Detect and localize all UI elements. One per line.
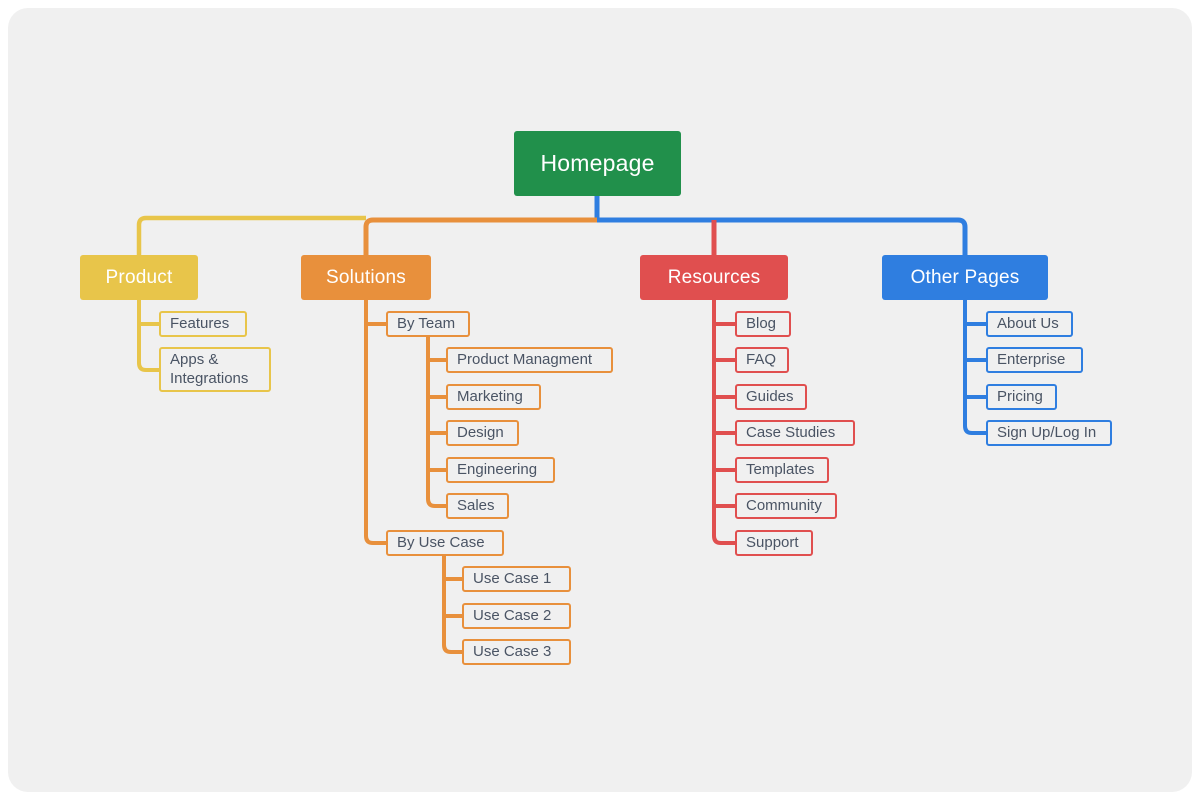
node-apps-integrations-label: Apps & Integrations bbox=[170, 351, 249, 387]
node-by-team-label: By Team bbox=[397, 314, 456, 332]
node-by-team[interactable]: By Team bbox=[386, 311, 470, 337]
sitemap-diagram: Homepage Product Solutions Resources Oth… bbox=[8, 8, 1192, 792]
node-case-studies[interactable]: Case Studies bbox=[735, 420, 855, 446]
spine-product bbox=[137, 300, 159, 372]
node-templates[interactable]: Templates bbox=[735, 457, 829, 483]
node-guides-label: Guides bbox=[746, 387, 794, 405]
node-sales-label: Sales bbox=[457, 496, 495, 514]
node-product-managment[interactable]: Product Managment bbox=[446, 347, 613, 373]
node-sign-up-log-in[interactable]: Sign Up/Log In bbox=[986, 420, 1112, 446]
node-about-us-label: About Us bbox=[997, 314, 1059, 332]
node-apps-integrations[interactable]: Apps & Integrations bbox=[159, 347, 271, 392]
node-enterprise-label: Enterprise bbox=[997, 350, 1066, 368]
node-community[interactable]: Community bbox=[735, 493, 837, 519]
node-design[interactable]: Design bbox=[446, 420, 519, 446]
node-community-label: Community bbox=[746, 496, 822, 514]
node-product-label: Product bbox=[105, 266, 173, 288]
node-sales[interactable]: Sales bbox=[446, 493, 509, 519]
node-use-case-3[interactable]: Use Case 3 bbox=[462, 639, 571, 665]
node-use-case-2[interactable]: Use Case 2 bbox=[462, 603, 571, 629]
node-support[interactable]: Support bbox=[735, 530, 813, 556]
node-resources-label: Resources bbox=[667, 266, 761, 288]
node-homepage-label: Homepage bbox=[540, 150, 655, 176]
spine-by-use-case bbox=[442, 556, 462, 654]
node-use-case-1[interactable]: Use Case 1 bbox=[462, 566, 571, 592]
node-faq-label: FAQ bbox=[746, 350, 777, 368]
node-solutions[interactable]: Solutions bbox=[301, 255, 431, 300]
trunk-orange bbox=[363, 217, 597, 255]
node-marketing[interactable]: Marketing bbox=[446, 384, 541, 410]
node-by-use-case-label: By Use Case bbox=[397, 533, 485, 551]
node-enterprise[interactable]: Enterprise bbox=[986, 347, 1083, 373]
node-features-label: Features bbox=[170, 314, 230, 332]
node-solutions-label: Solutions bbox=[326, 266, 406, 288]
node-product-managment-label: Product Managment bbox=[457, 350, 593, 368]
node-homepage[interactable]: Homepage bbox=[514, 131, 681, 196]
node-pricing[interactable]: Pricing bbox=[986, 384, 1057, 410]
node-other-pages[interactable]: Other Pages bbox=[882, 255, 1048, 300]
node-features[interactable]: Features bbox=[159, 311, 247, 337]
node-by-use-case[interactable]: By Use Case bbox=[386, 530, 504, 556]
node-marketing-label: Marketing bbox=[457, 387, 523, 405]
diagram-canvas: Homepage Product Solutions Resources Oth… bbox=[8, 8, 1192, 792]
node-about-us[interactable]: About Us bbox=[986, 311, 1073, 337]
node-faq[interactable]: FAQ bbox=[735, 347, 789, 373]
node-product[interactable]: Product bbox=[80, 255, 198, 300]
node-support-label: Support bbox=[746, 533, 799, 551]
trunk-blue bbox=[594, 196, 968, 255]
node-engineering[interactable]: Engineering bbox=[446, 457, 555, 483]
spine-other-pages bbox=[963, 300, 986, 435]
node-design-label: Design bbox=[457, 423, 504, 441]
spine-resources bbox=[712, 300, 735, 545]
node-guides[interactable]: Guides bbox=[735, 384, 807, 410]
node-blog[interactable]: Blog bbox=[735, 311, 791, 337]
node-engineering-label: Engineering bbox=[457, 460, 538, 478]
spine-by-team bbox=[426, 337, 446, 508]
node-other-pages-label: Other Pages bbox=[910, 266, 1020, 288]
node-use-case-3-label: Use Case 3 bbox=[473, 642, 552, 660]
node-templates-label: Templates bbox=[746, 460, 815, 478]
node-blog-label: Blog bbox=[746, 314, 777, 332]
node-pricing-label: Pricing bbox=[997, 387, 1043, 405]
node-sign-up-log-in-label: Sign Up/Log In bbox=[997, 423, 1097, 441]
node-use-case-2-label: Use Case 2 bbox=[473, 606, 552, 624]
node-use-case-1-label: Use Case 1 bbox=[473, 569, 552, 587]
node-case-studies-label: Case Studies bbox=[746, 423, 836, 441]
node-resources[interactable]: Resources bbox=[640, 255, 788, 300]
trunk-yellow bbox=[136, 215, 366, 255]
spine-solutions bbox=[364, 300, 386, 545]
